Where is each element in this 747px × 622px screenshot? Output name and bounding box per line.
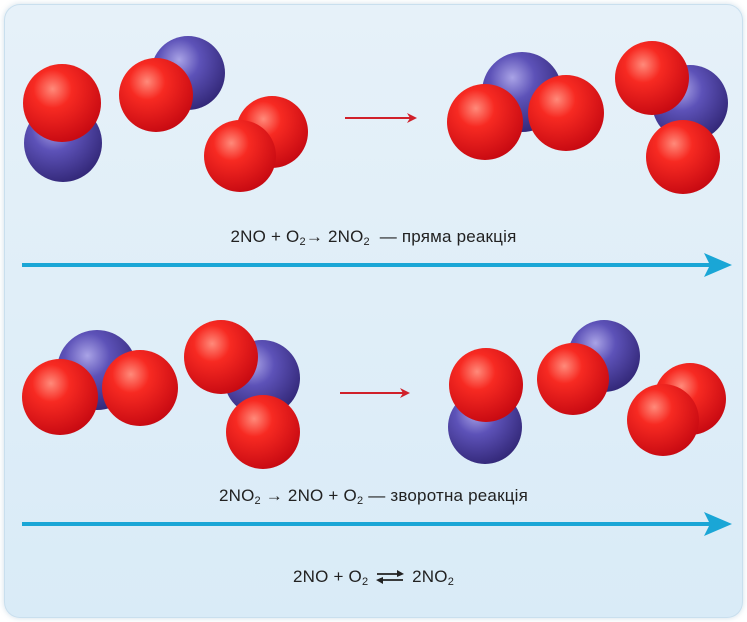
oxygen-atom <box>119 58 193 132</box>
no2-molecule <box>615 41 728 194</box>
no-molecule <box>23 64 102 182</box>
no2-molecule <box>447 52 604 160</box>
time-axis-arrowhead <box>704 253 732 277</box>
no2-molecule <box>22 330 178 435</box>
oxygen-atom <box>447 84 523 160</box>
oxygen-atom <box>449 348 523 422</box>
reverse-reaction-label: зворотна реакція <box>390 486 529 505</box>
o2-molecule <box>204 96 308 192</box>
forward-reaction-label: пряма реакція <box>401 227 517 246</box>
no2-molecule <box>184 320 300 469</box>
oxygen-atom <box>537 343 609 415</box>
oxygen-atom <box>102 350 178 426</box>
oxygen-atom <box>646 120 720 194</box>
time-axis-arrowhead <box>704 512 732 536</box>
o2-molecule <box>627 363 726 456</box>
equilibrium-arrows-icon <box>376 570 405 584</box>
oxygen-atom <box>184 320 258 394</box>
oxygen-atom <box>204 120 276 192</box>
oxygen-atom <box>627 384 699 456</box>
forward-reaction-equation: 2NO + O2→ 2NO2 — пряма реакція <box>230 227 517 248</box>
oxygen-atom <box>615 41 689 115</box>
oxygen-atom <box>226 395 300 469</box>
no-molecule <box>448 348 523 464</box>
no-molecule <box>119 36 225 132</box>
oxygen-atom <box>528 75 604 151</box>
oxygen-atom <box>23 64 101 142</box>
no-molecule <box>537 320 640 415</box>
reverse-reaction-equation: 2NO2 → 2NO + O2 — зворотна реакція <box>218 486 529 507</box>
oxygen-atom <box>22 359 98 435</box>
equilibrium-equation: 2NO + O2 2NO2 <box>292 567 455 588</box>
